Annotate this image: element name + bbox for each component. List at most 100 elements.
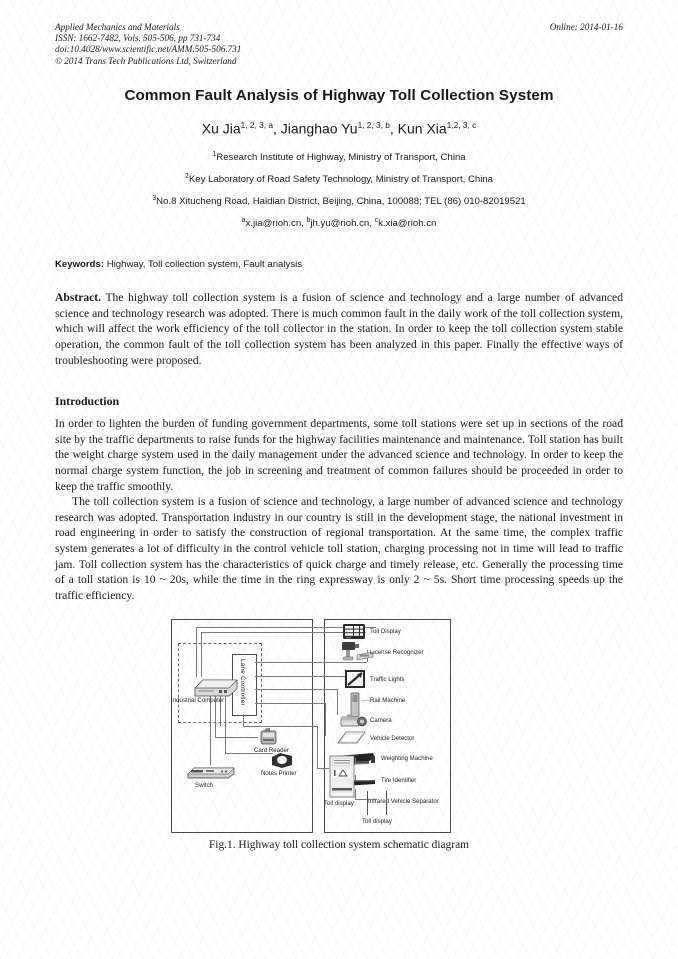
license-recognizer-icon [340, 641, 376, 668]
traffic-lights-label: Traffic Lights [370, 676, 405, 684]
toll-display-bottom-label: Toll display [362, 818, 392, 826]
email-2: jh.yu@rioh.cn, [310, 217, 375, 229]
traffic-lights-icon [344, 669, 366, 694]
wire-lc-4-v [325, 703, 326, 737]
wire-cabinet-weight-v [355, 758, 356, 765]
affiliation-1: 1Research Institute of Highway, Ministry… [55, 146, 623, 168]
affiliation-3-text: No.8 Xitucheng Road, Haidian District, B… [156, 196, 526, 208]
email-3: k.xia@rioh.cn [378, 217, 437, 229]
wire-pc-down-4 [225, 693, 226, 754]
abstract-text: The highway toll collection system is a … [55, 291, 623, 367]
wire-lc-4 [255, 703, 325, 705]
wire-lane-ctrl-right-v [317, 726, 318, 769]
journal-doi: doi:10.4028/www.scientific.net/AMM.505-5… [55, 44, 242, 55]
journal-copyright: © 2014 Trans Tech Publications Ltd, Swit… [55, 55, 237, 66]
toll-display-top-icon [342, 623, 366, 645]
author-separator-2: , [389, 120, 398, 137]
toll-display-post-right [386, 791, 387, 816]
wire-cabinet-bottom-v [355, 789, 356, 801]
author-1-affil-marks: 1, 2, 3, a [240, 119, 273, 130]
wire-lc-3 [255, 689, 337, 691]
wire-top-2-v [201, 632, 202, 678]
email-2-mark: b [306, 216, 311, 224]
vehicle-detector-label: Vehicle Detector [370, 735, 415, 743]
affiliation-2-text: Key Laboratory of Road Safety Technology… [188, 174, 494, 186]
affiliation-3: 3No.8 Xitucheng Road, Haidian District, … [55, 190, 623, 212]
author-3-affil-marks: 1,2, 3, c [446, 119, 477, 130]
abstract-block: Abstract. The highway toll collection sy… [55, 290, 623, 368]
email-3-mark: c [374, 216, 379, 224]
figure-1: Lane Controller [55, 617, 623, 852]
author-list: Xu Jia1, 2, 3, a, Jianghao Yu1, 2, 3, b,… [55, 120, 623, 137]
wire-lane-ctrl-down [243, 714, 244, 727]
wire-pc-down-2 [215, 693, 216, 738]
introduction-paragraph-1: In order to lighten the burden of fundin… [55, 417, 623, 493]
wire-cabinet-tire [355, 780, 369, 782]
toll-display-left-label: Toll display [324, 800, 354, 808]
wire-cabinet-tire-v [355, 775, 356, 782]
wire-switch-v [210, 743, 211, 766]
roadside-equipment-frame-right [324, 619, 451, 834]
camera-icon [339, 714, 369, 734]
author-emails: ax.jia@rioh.cn, bjh.yu@rioh.cn, ck.xia@r… [55, 212, 623, 234]
license-recognizer-label: License Recognizer [370, 649, 424, 657]
page-title: Common Fault Analysis of Highway Toll Co… [124, 86, 554, 104]
industrial-computer-icon [191, 675, 239, 702]
keywords-value: Highway, Toll collection system, Fault a… [104, 259, 303, 271]
toll-display-top-label: Toll Display [370, 628, 401, 636]
journal-header: Applied Mechanics and Materials ISSN: 16… [55, 22, 623, 67]
journal-name: Applied Mechanics and Materials [55, 22, 180, 32]
industrial-computer-label: Industrial Computer [171, 697, 225, 705]
affiliation-2: 2Key Laboratory of Road Safety Technolog… [55, 168, 623, 190]
wire-pc-down-3 [220, 693, 221, 727]
toll-display-post-left [367, 791, 368, 816]
lane-controller-label: Lane Controller [239, 659, 246, 707]
switch-label: Switch [195, 782, 213, 790]
abstract-label: Abstract. [55, 291, 102, 305]
keywords-line: Keywords: Highway, Toll collection syste… [55, 259, 623, 270]
affiliation-1-mark: 1 [212, 151, 217, 159]
wire-top-1-v [196, 627, 197, 678]
affiliation-3-mark: 3 [152, 194, 157, 202]
tire-identifier-label: Tire Identifier [381, 777, 417, 785]
author-separator-1: , [272, 120, 281, 137]
toll-system-schematic: Lane Controller [169, 617, 509, 834]
affiliation-1-text: Research Institute of Highway, Ministry … [216, 152, 466, 164]
affiliation-block: 1Research Institute of Highway, Ministry… [55, 146, 623, 233]
rail-machine-icon [349, 692, 361, 723]
card-reader-label: Card Reader [254, 747, 289, 755]
wire-lc-3-v [337, 689, 338, 716]
author-2-affil-marks: 1, 2, 3, b [357, 119, 390, 130]
email-1: x.jia@rioh.cn, [245, 217, 307, 229]
wire-notes-printer [225, 753, 273, 755]
wire-cabinet-bottom [355, 799, 377, 801]
wire-top-1 [196, 627, 376, 629]
weighting-machine-label: Weighting Machine [381, 755, 433, 763]
keywords-label: Keywords: [55, 259, 105, 271]
card-reader-icon [258, 727, 280, 752]
email-1-mark: a [241, 216, 246, 224]
wire-cabinet-weight [355, 763, 369, 765]
affiliation-2-mark: 2 [184, 173, 189, 181]
wire-to-toll-display-left [317, 768, 329, 770]
introduction-paragraph-2: The toll collection system is a fusion o… [55, 495, 623, 602]
notes-printer-icon [270, 751, 294, 774]
wire-card-reader [215, 737, 258, 739]
section-heading-introduction: Introduction [55, 394, 120, 409]
wire-lane-ctrl-right [243, 726, 317, 728]
wire-rail-machine [361, 700, 371, 702]
online-date: Online: 2014-01-16 [549, 22, 623, 32]
figure-caption: Fig.1. Highway toll collection system sc… [208, 839, 470, 852]
journal-header-left: Applied Mechanics and Materials ISSN: 16… [55, 22, 241, 67]
infrared-vehicle-separator-label: Infrared Vehicle Separator [368, 798, 439, 806]
author-1-name: Xu Jia [201, 120, 241, 137]
wire-lc-1 [255, 662, 367, 664]
wire-top-2 [201, 632, 366, 634]
network-switch-icon [186, 764, 236, 784]
vehicle-detector-icon [337, 730, 367, 751]
camera-label: Camera [370, 717, 392, 725]
author-2-name: Jianghao Yu [280, 120, 358, 137]
notes-printer-label: Notes Printer [261, 770, 297, 778]
rail-machine-label: Rail Machine [370, 697, 406, 705]
